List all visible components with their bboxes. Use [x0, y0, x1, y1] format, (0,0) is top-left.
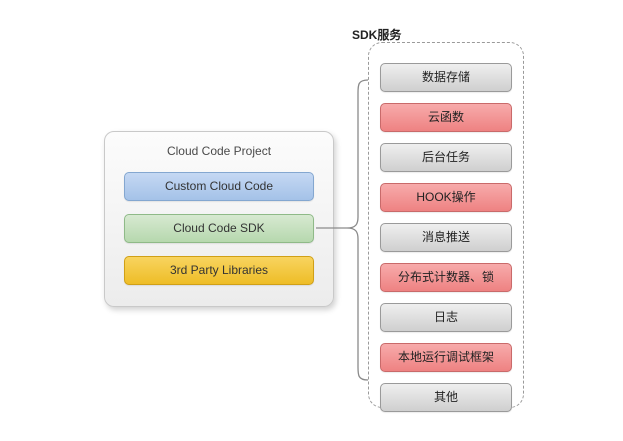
sdk-item-local-debug-framework: 本地运行调试框架 — [380, 343, 512, 372]
layer-custom-cloud-code: Custom Cloud Code — [124, 172, 314, 201]
sdk-item-background-task: 后台任务 — [380, 143, 512, 172]
layer-cloud-code-sdk: Cloud Code SDK — [124, 214, 314, 243]
sdk-panel-title: SDK服务 — [349, 26, 405, 43]
layer-3rd-party-libraries: 3rd Party Libraries — [124, 256, 314, 285]
sdk-item-distributed-counter-lock: 分布式计数器、锁 — [380, 263, 512, 292]
sdk-item-log: 日志 — [380, 303, 512, 332]
sdk-item-cloud-function: 云函数 — [380, 103, 512, 132]
sdk-item-other: 其他 — [380, 383, 512, 412]
cloud-code-project-panel: Cloud Code Project Custom Cloud Code Clo… — [104, 131, 334, 307]
sdk-item-message-push: 消息推送 — [380, 223, 512, 252]
sdk-item-data-storage: 数据存储 — [380, 63, 512, 92]
sdk-item-hook-operation: HOOK操作 — [380, 183, 512, 212]
left-panel-title: Cloud Code Project — [166, 144, 272, 158]
sdk-services-panel: 数据存储 云函数 后台任务 HOOK操作 消息推送 分布式计数器、锁 日志 本地… — [368, 42, 524, 412]
